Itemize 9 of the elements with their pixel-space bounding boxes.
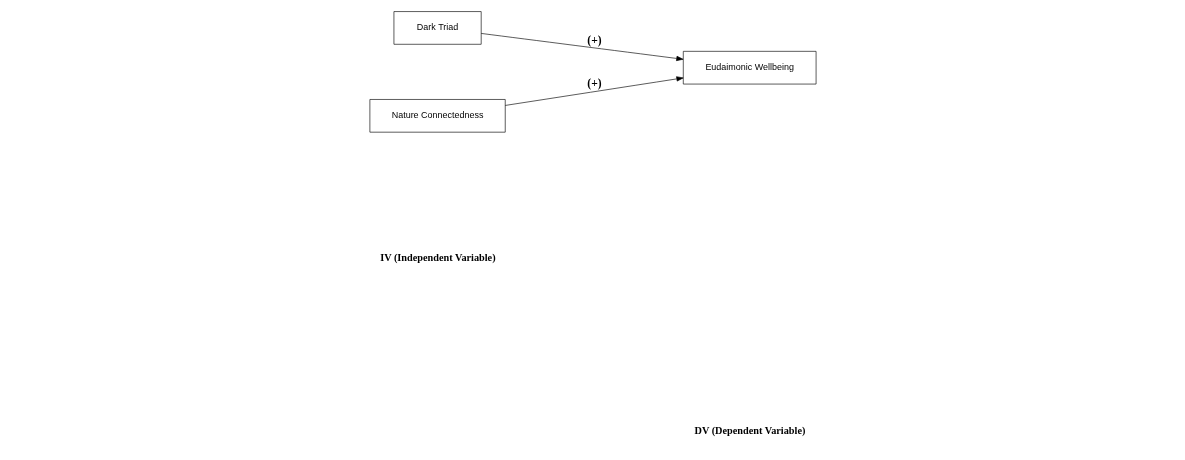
node-box: Eudaimonic Wellbeing	[682, 50, 817, 84]
label: DV (Dependent Variable)	[694, 424, 806, 436]
edge-label: (+)	[587, 33, 602, 46]
node-box: Dark Triad	[393, 10, 482, 45]
arrow	[480, 32, 684, 61]
arrow	[504, 75, 684, 106]
node-box: Nature Connectedness	[369, 98, 506, 132]
edge-label: (+)	[587, 76, 602, 89]
label: IV (Independent Variable)	[380, 251, 496, 263]
